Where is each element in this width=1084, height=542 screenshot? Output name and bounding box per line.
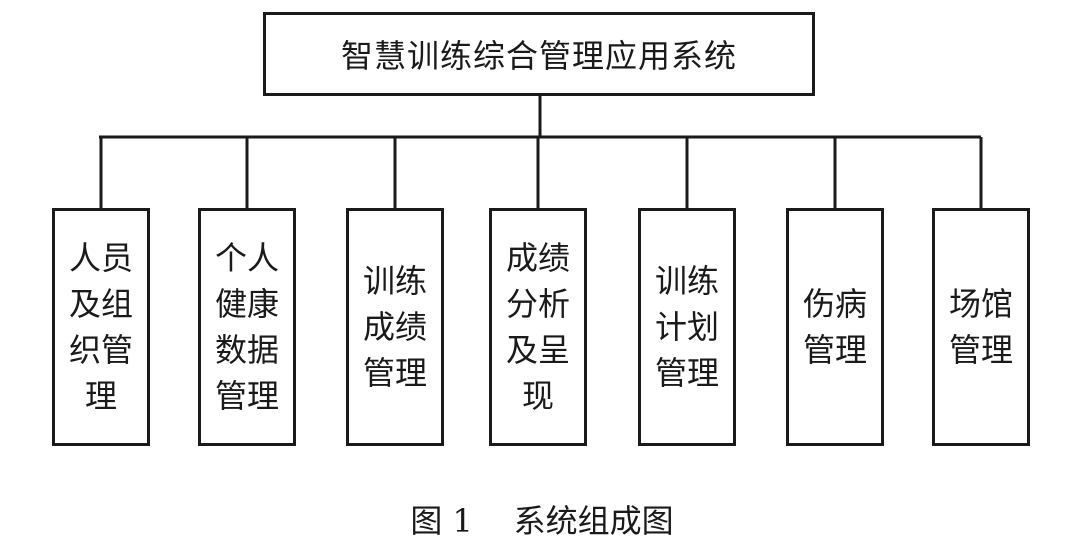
child-node-score-analysis: 成绩分析及呈现 bbox=[489, 208, 587, 446]
child-node-label: 个人健康数据管理 bbox=[214, 239, 279, 415]
child-node-training-plan: 训练计划管理 bbox=[638, 208, 736, 446]
child-node-label: 成绩分析及呈现 bbox=[505, 239, 570, 415]
child-node-training-scores: 训练成绩管理 bbox=[346, 208, 444, 446]
child-node-label: 伤病管理 bbox=[802, 285, 867, 369]
child-node-label: 训练计划管理 bbox=[654, 262, 719, 392]
figure-caption: 图 1 系统组成图 bbox=[410, 502, 674, 540]
child-node-label: 场馆管理 bbox=[948, 285, 1013, 369]
child-node-label: 训练成绩管理 bbox=[362, 262, 427, 392]
child-node-venue: 场馆管理 bbox=[932, 208, 1030, 446]
root-node-label: 智慧训练综合管理应用系统 bbox=[340, 37, 737, 75]
child-node-label: 人员及组织管理 bbox=[68, 239, 133, 415]
child-node-injury: 伤病管理 bbox=[786, 208, 884, 446]
root-node: 智慧训练综合管理应用系统 bbox=[263, 12, 815, 96]
child-node-personnel-organization: 人员及组织管理 bbox=[52, 208, 150, 446]
child-node-health-data: 个人健康数据管理 bbox=[198, 208, 296, 446]
